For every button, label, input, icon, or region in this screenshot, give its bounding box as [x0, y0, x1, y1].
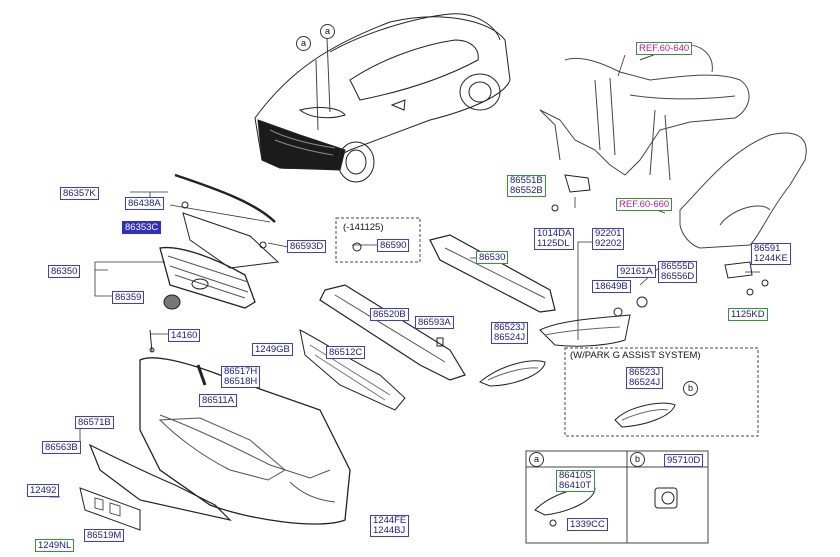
part-label-86530[interactable]: 86530 [476, 251, 509, 264]
part-label-1125DL[interactable]: 1125DL [537, 238, 570, 249]
part-label-1014DA[interactable]: 1014DA [537, 228, 572, 239]
part-label-86551B[interactable]: 86551B [510, 175, 543, 186]
part-label-86523J[interactable]: 86523J [494, 322, 526, 333]
sensor-drawing [654, 487, 678, 509]
bumper-drawing [79, 329, 351, 531]
part-label-1125KD[interactable]: 1125KD [728, 308, 768, 321]
part-label-86523J-park[interactable]: 86523J [629, 367, 661, 378]
park-assist-title: (W/PARK G ASSIST SYSTEM) [570, 350, 701, 361]
part-label-86438A[interactable]: 86438A [125, 197, 164, 210]
part-label-86590[interactable]: 86590 [377, 239, 410, 252]
part-label-86410T[interactable]: 86410T [559, 480, 592, 491]
part-label-12492[interactable]: 12492 [27, 484, 60, 497]
grille-assembly-drawing [159, 173, 280, 310]
part-label-1244BJ[interactable]: 1244BJ [373, 525, 406, 536]
absorber-drawing [299, 234, 556, 411]
part-label-86571B[interactable]: 86571B [75, 416, 114, 429]
part-label-86519M[interactable]: 86519M [84, 529, 125, 542]
part-label-86563B[interactable]: 86563B [42, 441, 81, 454]
part-label-92202[interactable]: 92202 [595, 238, 622, 249]
body-structure-illustration [539, 44, 807, 249]
callout-a-marker-2: a [320, 24, 335, 39]
part-label-86350[interactable]: 86350 [48, 265, 81, 278]
detail-box-141125 [335, 217, 421, 263]
part-label-86359[interactable]: 86359 [112, 291, 145, 304]
part-label-1249GB[interactable]: 1249GB [252, 343, 293, 356]
part-label-92201[interactable]: 92201 [595, 228, 622, 239]
part-label-86524J[interactable]: 86524J [494, 332, 526, 343]
part-label-86520B[interactable]: 86520B [370, 308, 409, 321]
part-label-1244FE[interactable]: 1244FE [373, 515, 407, 526]
clip-drawing [352, 242, 362, 252]
part-label-86511A[interactable]: 86511A [199, 394, 238, 407]
part-label-18649B[interactable]: 18649B [592, 280, 631, 293]
car-illustration [254, 13, 511, 183]
part-label-14160[interactable]: 14160 [168, 329, 201, 342]
part-label-86517H[interactable]: 86517H [224, 366, 258, 377]
part-label-86593D[interactable]: 86593D [287, 240, 327, 253]
part-label-86357K[interactable]: 86357K [60, 187, 99, 200]
part-label-86518H[interactable]: 86518H [224, 376, 258, 387]
part-label-86556D[interactable]: 86556D [661, 271, 695, 282]
part-label-86591[interactable]: 86591 [754, 243, 781, 254]
part-label-86593A[interactable]: 86593A [415, 316, 454, 329]
detail-box-b [626, 450, 709, 544]
part-label-86555D[interactable]: 86555D [661, 261, 695, 272]
part-label-92161A[interactable]: 92161A [617, 265, 656, 278]
part-label-95710D[interactable]: 95710D [664, 454, 704, 467]
ref-label-60-640[interactable]: REF.60-640 [636, 42, 693, 55]
callout-b-marker: b [683, 381, 698, 396]
part-label-86524J-park[interactable]: 86524J [629, 377, 661, 388]
side-repeater-drawing [534, 486, 596, 516]
side-bracket-drawing [539, 174, 769, 347]
fog-lamp-cover-drawing [479, 360, 676, 428]
callout-a-marker-1: a [296, 36, 311, 51]
detail-title-141125: (-141125) [343, 222, 384, 233]
part-label-86353C[interactable]: 86353C [122, 221, 162, 234]
part-label-1249NL[interactable]: 1249NL [35, 539, 75, 552]
detail-b-marker: b [630, 452, 645, 467]
part-label-86512C[interactable]: 86512C [326, 346, 366, 359]
part-label-1339CC[interactable]: 1339CC [567, 518, 608, 531]
park-assist-box [564, 347, 759, 437]
detail-a-marker: a [529, 452, 544, 467]
part-label-86410S[interactable]: 86410S [559, 470, 592, 481]
part-label-1244KE[interactable]: 1244KE [754, 253, 788, 264]
part-label-86552B[interactable]: 86552B [510, 185, 543, 196]
ref-label-60-660[interactable]: REF.60-660 [616, 198, 673, 211]
